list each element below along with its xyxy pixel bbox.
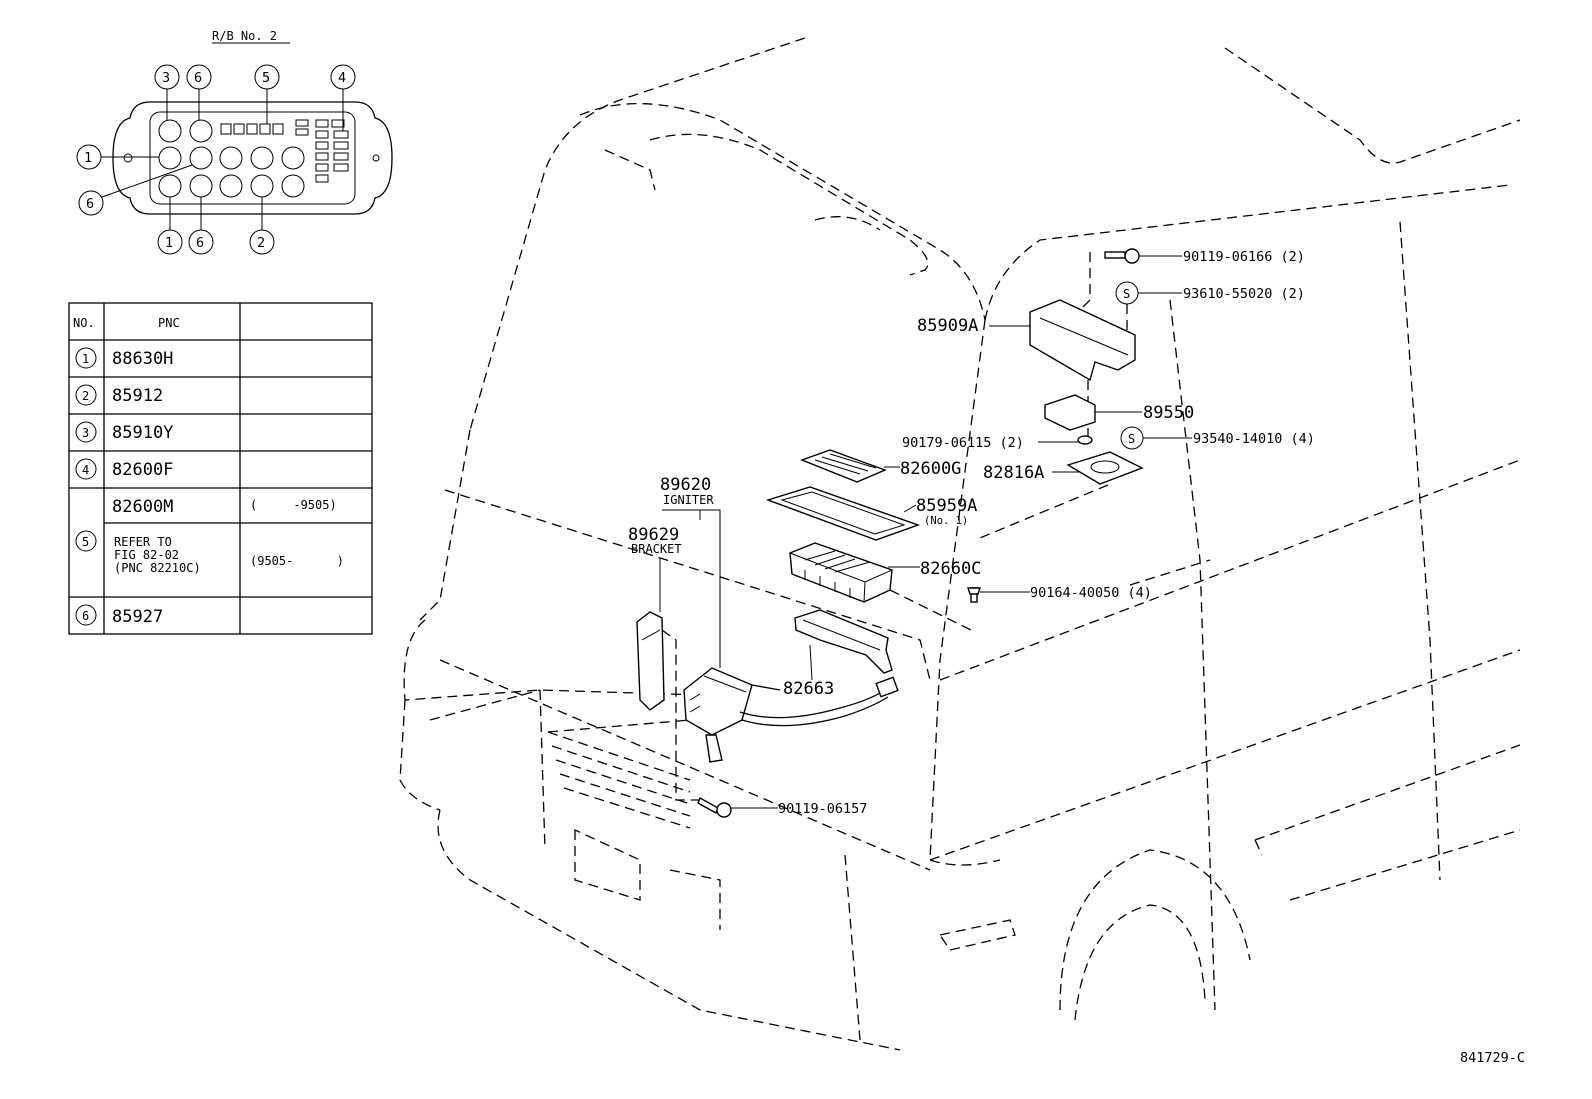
svg-text:90164-40050 (4): 90164-40050 (4) (1030, 585, 1152, 601)
table-row: REFER TO FIG 82-02 (PNC 82210C) (9505- ) (114, 535, 344, 575)
svg-text:85927: 85927 (112, 607, 163, 627)
callout-2-bottom: 2 (249, 197, 275, 255)
callout-1-bottom: 1 (157, 197, 183, 255)
svg-text:82663: 82663 (783, 679, 834, 699)
svg-text:4: 4 (82, 463, 89, 477)
table-row: 2 85912 (75, 384, 163, 406)
bracket-85909A: 85909A (917, 299, 1136, 440)
svg-text:88630H: 88630H (112, 349, 173, 369)
svg-text:82600M: 82600M (112, 497, 173, 517)
label-82600G: 82600G (800, 449, 961, 483)
svg-text:82816A: 82816A (983, 463, 1044, 483)
callout-6-top: 6 (186, 64, 212, 120)
module-89550: 89550 (1044, 394, 1194, 431)
callout-1-left: 1 (76, 144, 159, 170)
svg-text:(No. 1): (No. 1) (924, 515, 968, 527)
callout-6-left: 6 (78, 164, 193, 216)
tray-82663: 82663 (783, 609, 893, 699)
svg-text:FIG 82-02: FIG 82-02 (114, 548, 179, 562)
bolt-90119-06157: 90119-06157 (697, 797, 867, 818)
svg-text:6: 6 (194, 70, 202, 86)
svg-text:(PNC 82210C): (PNC 82210C) (114, 561, 201, 575)
svg-text:3: 3 (82, 426, 89, 440)
svg-text:6: 6 (82, 609, 89, 623)
parts-callouts: 90119-06166 (2) S 93610-55020 (2) 85909A… (628, 248, 1315, 818)
igniter-89620: 89620 IGNITER (660, 475, 899, 763)
svg-text:1: 1 (84, 150, 92, 166)
svg-text:REFER TO: REFER TO (114, 535, 172, 549)
table-header-pnc: PNC (158, 316, 180, 330)
svg-text:2: 2 (257, 235, 265, 251)
svg-text:85959A: 85959A (916, 496, 977, 516)
table-row: 3 85910Y (75, 421, 173, 443)
vehicle-outline (399, 37, 1521, 1051)
svg-text:IGNITER: IGNITER (663, 493, 714, 507)
svg-text:89550: 89550 (1143, 403, 1194, 423)
callout-5-top: 5 (254, 64, 280, 124)
svg-text:S: S (1123, 287, 1130, 301)
svg-text:85912: 85912 (112, 386, 163, 406)
svg-text:6: 6 (86, 196, 94, 212)
svg-text:89620: 89620 (660, 475, 711, 495)
svg-text:90179-06115 (2): 90179-06115 (2) (902, 435, 1024, 451)
svg-text:89629: 89629 (628, 525, 679, 545)
svg-text:5: 5 (82, 535, 89, 549)
svg-text:93540-14010 (4): 93540-14010 (4) (1193, 431, 1315, 447)
svg-text:6: 6 (196, 235, 204, 251)
callout-6-bottom: 6 (188, 197, 214, 255)
table-header-no: NO. (73, 316, 95, 330)
gasket-85959A: 85959A (No. 1) (765, 486, 977, 541)
s-mark-93610: S 93610-55020 (2) (1115, 281, 1305, 305)
svg-text:S: S (1128, 432, 1135, 446)
svg-text:(9505- ): (9505- ) (250, 554, 344, 568)
svg-text:82600G: 82600G (900, 459, 961, 479)
screw-90164-40050: 90164-40050 (4) (967, 585, 1152, 603)
svg-text:BRACKET: BRACKET (631, 542, 682, 556)
svg-text:90119-06166 (2): 90119-06166 (2) (1183, 249, 1305, 265)
s-mark-93540: S 93540-14010 (4) (1120, 426, 1315, 450)
svg-text:4: 4 (338, 70, 346, 86)
svg-text:85909A: 85909A (917, 316, 978, 336)
bracket-89629: 89629 BRACKET (628, 525, 700, 801)
svg-text:1: 1 (165, 235, 173, 251)
svg-text:93610-55020 (2): 93610-55020 (2) (1183, 286, 1305, 302)
relay-block-diagram: R/B No. 2 (76, 29, 393, 255)
svg-text:2: 2 (82, 389, 89, 403)
svg-text:90119-06157: 90119-06157 (778, 801, 867, 817)
svg-text:85910Y: 85910Y (112, 423, 173, 443)
svg-text:3: 3 (162, 70, 170, 86)
table-row: 1 88630H (75, 347, 173, 369)
bolt-90119-06166: 90119-06166 (2) (1079, 248, 1305, 311)
svg-text:82600F: 82600F (112, 460, 173, 480)
figure-id: 841729-C (1460, 1050, 1525, 1066)
svg-text:1: 1 (82, 352, 89, 366)
relay-block-title: R/B No. 2 (212, 29, 277, 43)
svg-text:( -9505): ( -9505) (250, 498, 337, 512)
table-row: 5 82600M ( -9505) (75, 497, 337, 552)
plate-82816A: 82816A (974, 451, 1144, 541)
nut-90179-06115: 90179-06115 (2) (902, 435, 1093, 451)
pnc-table: NO. PNC 1 88630H 2 85912 3 85910Y 4 8260… (68, 302, 373, 635)
table-row: 6 85927 (75, 604, 163, 627)
svg-text:5: 5 (262, 70, 270, 86)
table-row: 4 82600F (75, 458, 173, 480)
junction-block-82660C: 82660C (789, 542, 981, 633)
callout-4-top: 4 (330, 64, 356, 131)
svg-text:82660C: 82660C (920, 559, 981, 579)
callout-3-top: 3 (154, 64, 180, 120)
